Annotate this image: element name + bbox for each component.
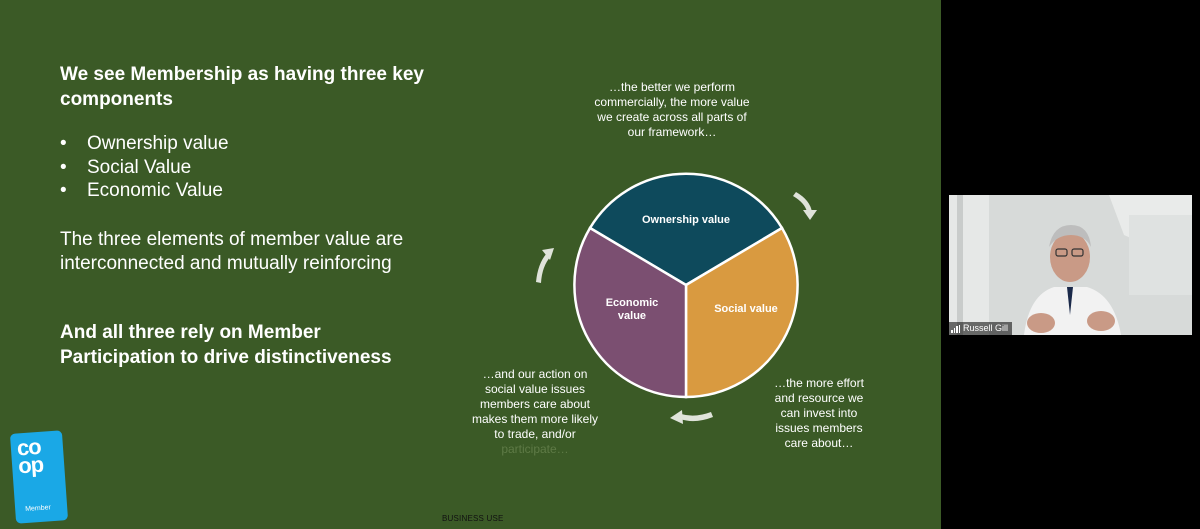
caption-top: …the better we perform commercially, the… <box>594 80 750 139</box>
value-cycle-diagram: Ownership value Social value Economic va… <box>536 172 817 424</box>
ownership-label: Ownership value <box>642 214 730 226</box>
logo-word-line2: op <box>17 451 44 479</box>
social-segment <box>684 226 799 399</box>
ownership-segment <box>588 172 784 287</box>
bullet-list: Ownership value Social Value Economic Va… <box>60 132 229 203</box>
footer-label: BUSINESS USE <box>442 514 504 523</box>
caption-left: …and our action on social value issues m… <box>470 367 600 457</box>
participant-video-tile[interactable]: Russell Gill <box>949 195 1192 335</box>
participant-name: Russell Gill <box>963 323 1009 333</box>
logo-wordmark: co op <box>16 434 44 479</box>
slide-paragraph: The three elements of member value are i… <box>60 229 404 274</box>
cycle-arrow-icon <box>536 248 554 283</box>
participant-name-badge: Russell Gill <box>949 322 1013 335</box>
participant-video <box>949 195 1192 335</box>
social-label: Social value <box>714 303 778 315</box>
slide-heading: We see Membership as having three key co… <box>60 64 424 110</box>
economic-segment <box>573 226 688 399</box>
slide-bold-paragraph: And all three rely on Member Participati… <box>60 322 392 368</box>
logo-subtitle: Member <box>24 504 52 514</box>
cycle-arrow-icon <box>793 192 817 220</box>
bullet-item: Ownership value <box>60 132 229 156</box>
presentation-slide: We see Membership as having three key co… <box>0 0 941 529</box>
signal-strength-icon <box>951 324 960 333</box>
cycle-arrow-icon <box>670 410 713 424</box>
caption-right: …the more effort and resource we can inv… <box>774 376 864 450</box>
bullet-item: Social Value <box>60 156 229 180</box>
economic-label-line1: Economic <box>606 297 659 309</box>
bullet-item: Economic Value <box>60 179 229 203</box>
economic-label-line2: value <box>618 310 646 322</box>
caption-left-text: …and our action on social value issues m… <box>471 367 599 441</box>
coop-member-logo: co op Member <box>9 430 69 524</box>
caption-left-faded: participate… <box>501 442 569 456</box>
